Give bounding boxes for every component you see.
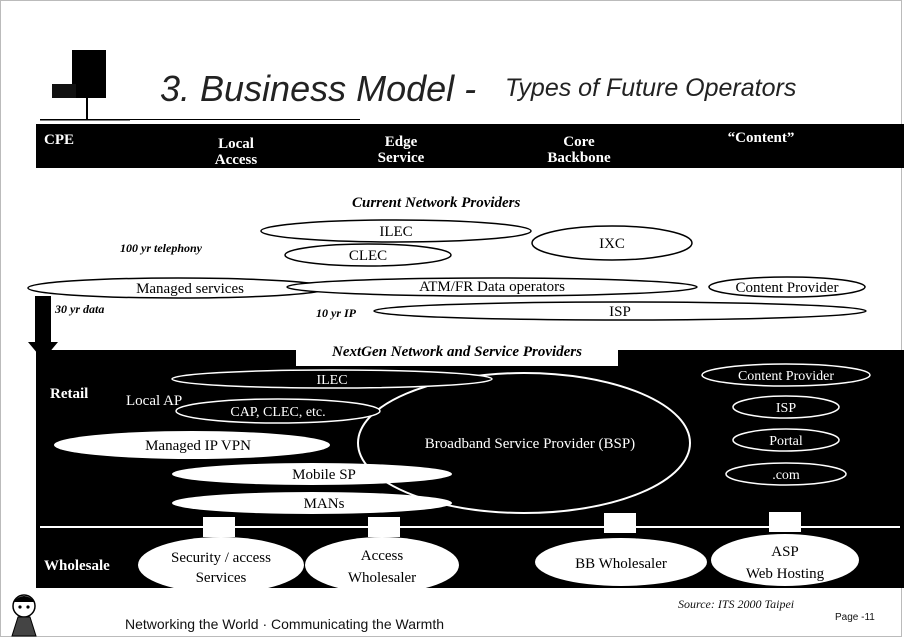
oval-managed-ip-vpn: [54, 431, 330, 459]
oval-content-label: Content Provider: [736, 280, 839, 296]
oval-managed-label: Managed services: [136, 281, 244, 297]
oval-mans: [172, 492, 452, 514]
oval-ixc-label: IXC: [599, 236, 625, 252]
oval-ixc: [531, 225, 693, 261]
oval-content-nextgen-label: Content Provider: [738, 369, 834, 384]
oval-dotcom: [725, 462, 847, 486]
slide-title: 3. Business Model -: [160, 68, 477, 109]
connector-box-4: [769, 512, 801, 532]
oval-asp-web-hosting: [711, 534, 859, 586]
oval-cap-clec: [175, 398, 381, 424]
oval-mans-label: MANs: [304, 496, 345, 512]
connector-box-1: [203, 517, 235, 537]
oval-bsp-label: Broadband Service Provider (BSP): [425, 436, 635, 452]
oval-clec-label: CLEC: [349, 248, 387, 264]
title-underline: [40, 119, 360, 120]
oval-mobile-sp: [172, 463, 452, 485]
nextgen-title-box: [296, 341, 618, 366]
oval-isp-current: [373, 301, 867, 321]
logo-mark-icon: [40, 50, 130, 121]
retail-label: Retail: [50, 386, 89, 402]
header-content: “Content”: [727, 130, 795, 146]
connector-box-3: [604, 513, 636, 533]
oval-security-access: [138, 537, 304, 593]
oval-asp-line1: ASP: [771, 544, 799, 560]
evolution-arrow-icon: [28, 296, 58, 360]
local-ap-label: Local AP: [126, 393, 183, 409]
oval-access-wholesaler: [305, 537, 459, 593]
page-number: Page -11: [835, 612, 875, 623]
oval-asp-line2: Web Hosting: [746, 566, 825, 582]
oval-content-provider-nextgen: [701, 363, 871, 387]
oval-isp-label: ISP: [609, 304, 631, 320]
oval-access-line2: Wholesaler: [348, 570, 416, 586]
mascot-icon: [11, 594, 37, 637]
oval-dotcom-label: .com: [772, 468, 800, 483]
oval-ilec-nextgen-label: ILEC: [316, 373, 347, 388]
connector-box-2: [368, 517, 400, 537]
wholesale-label: Wholesale: [44, 558, 110, 574]
oval-bb-label: BB Wholesaler: [575, 556, 667, 572]
oval-portal: [732, 428, 840, 452]
current-providers-title: Current Network Providers: [352, 195, 521, 211]
oval-ilec-label: ILEC: [379, 224, 412, 240]
oval-ilec: [260, 219, 532, 243]
footer-tagline: Networking the World · Communicating the…: [125, 616, 444, 632]
oval-isp-nextgen-label: ISP: [776, 401, 796, 416]
oval-security-line1: Security / access: [171, 550, 271, 566]
oval-vpn-label: Managed IP VPN: [145, 438, 251, 454]
oval-isp-nextgen: [732, 395, 840, 419]
oval-bb-wholesaler: [535, 538, 707, 586]
oval-atm-fr: [286, 277, 698, 297]
oval-clec: [284, 243, 452, 267]
source-citation: Source: ITS 2000 Taipei: [678, 597, 795, 611]
nextgen-title: NextGen Network and Service Providers: [332, 344, 582, 360]
oval-security-line2: Services: [196, 570, 247, 586]
oval-access-line1: Access: [361, 548, 404, 564]
oval-content-provider: [708, 276, 866, 298]
era-ip: 10 yr IP: [316, 306, 356, 320]
oval-atm-label: ATM/FR Data operators: [419, 279, 565, 295]
era-data: 30 yr data: [55, 302, 105, 316]
header-cpe: CPE: [44, 132, 74, 148]
era-telephony: 100 yr telephony: [120, 241, 202, 255]
oval-portal-label: Portal: [769, 434, 803, 449]
oval-cap-label: CAP, CLEC, etc.: [230, 405, 325, 420]
slide-subtitle: Types of Future Operators: [505, 74, 797, 102]
oval-ilec-nextgen: [171, 369, 493, 389]
oval-mobile-label: Mobile SP: [292, 467, 356, 483]
